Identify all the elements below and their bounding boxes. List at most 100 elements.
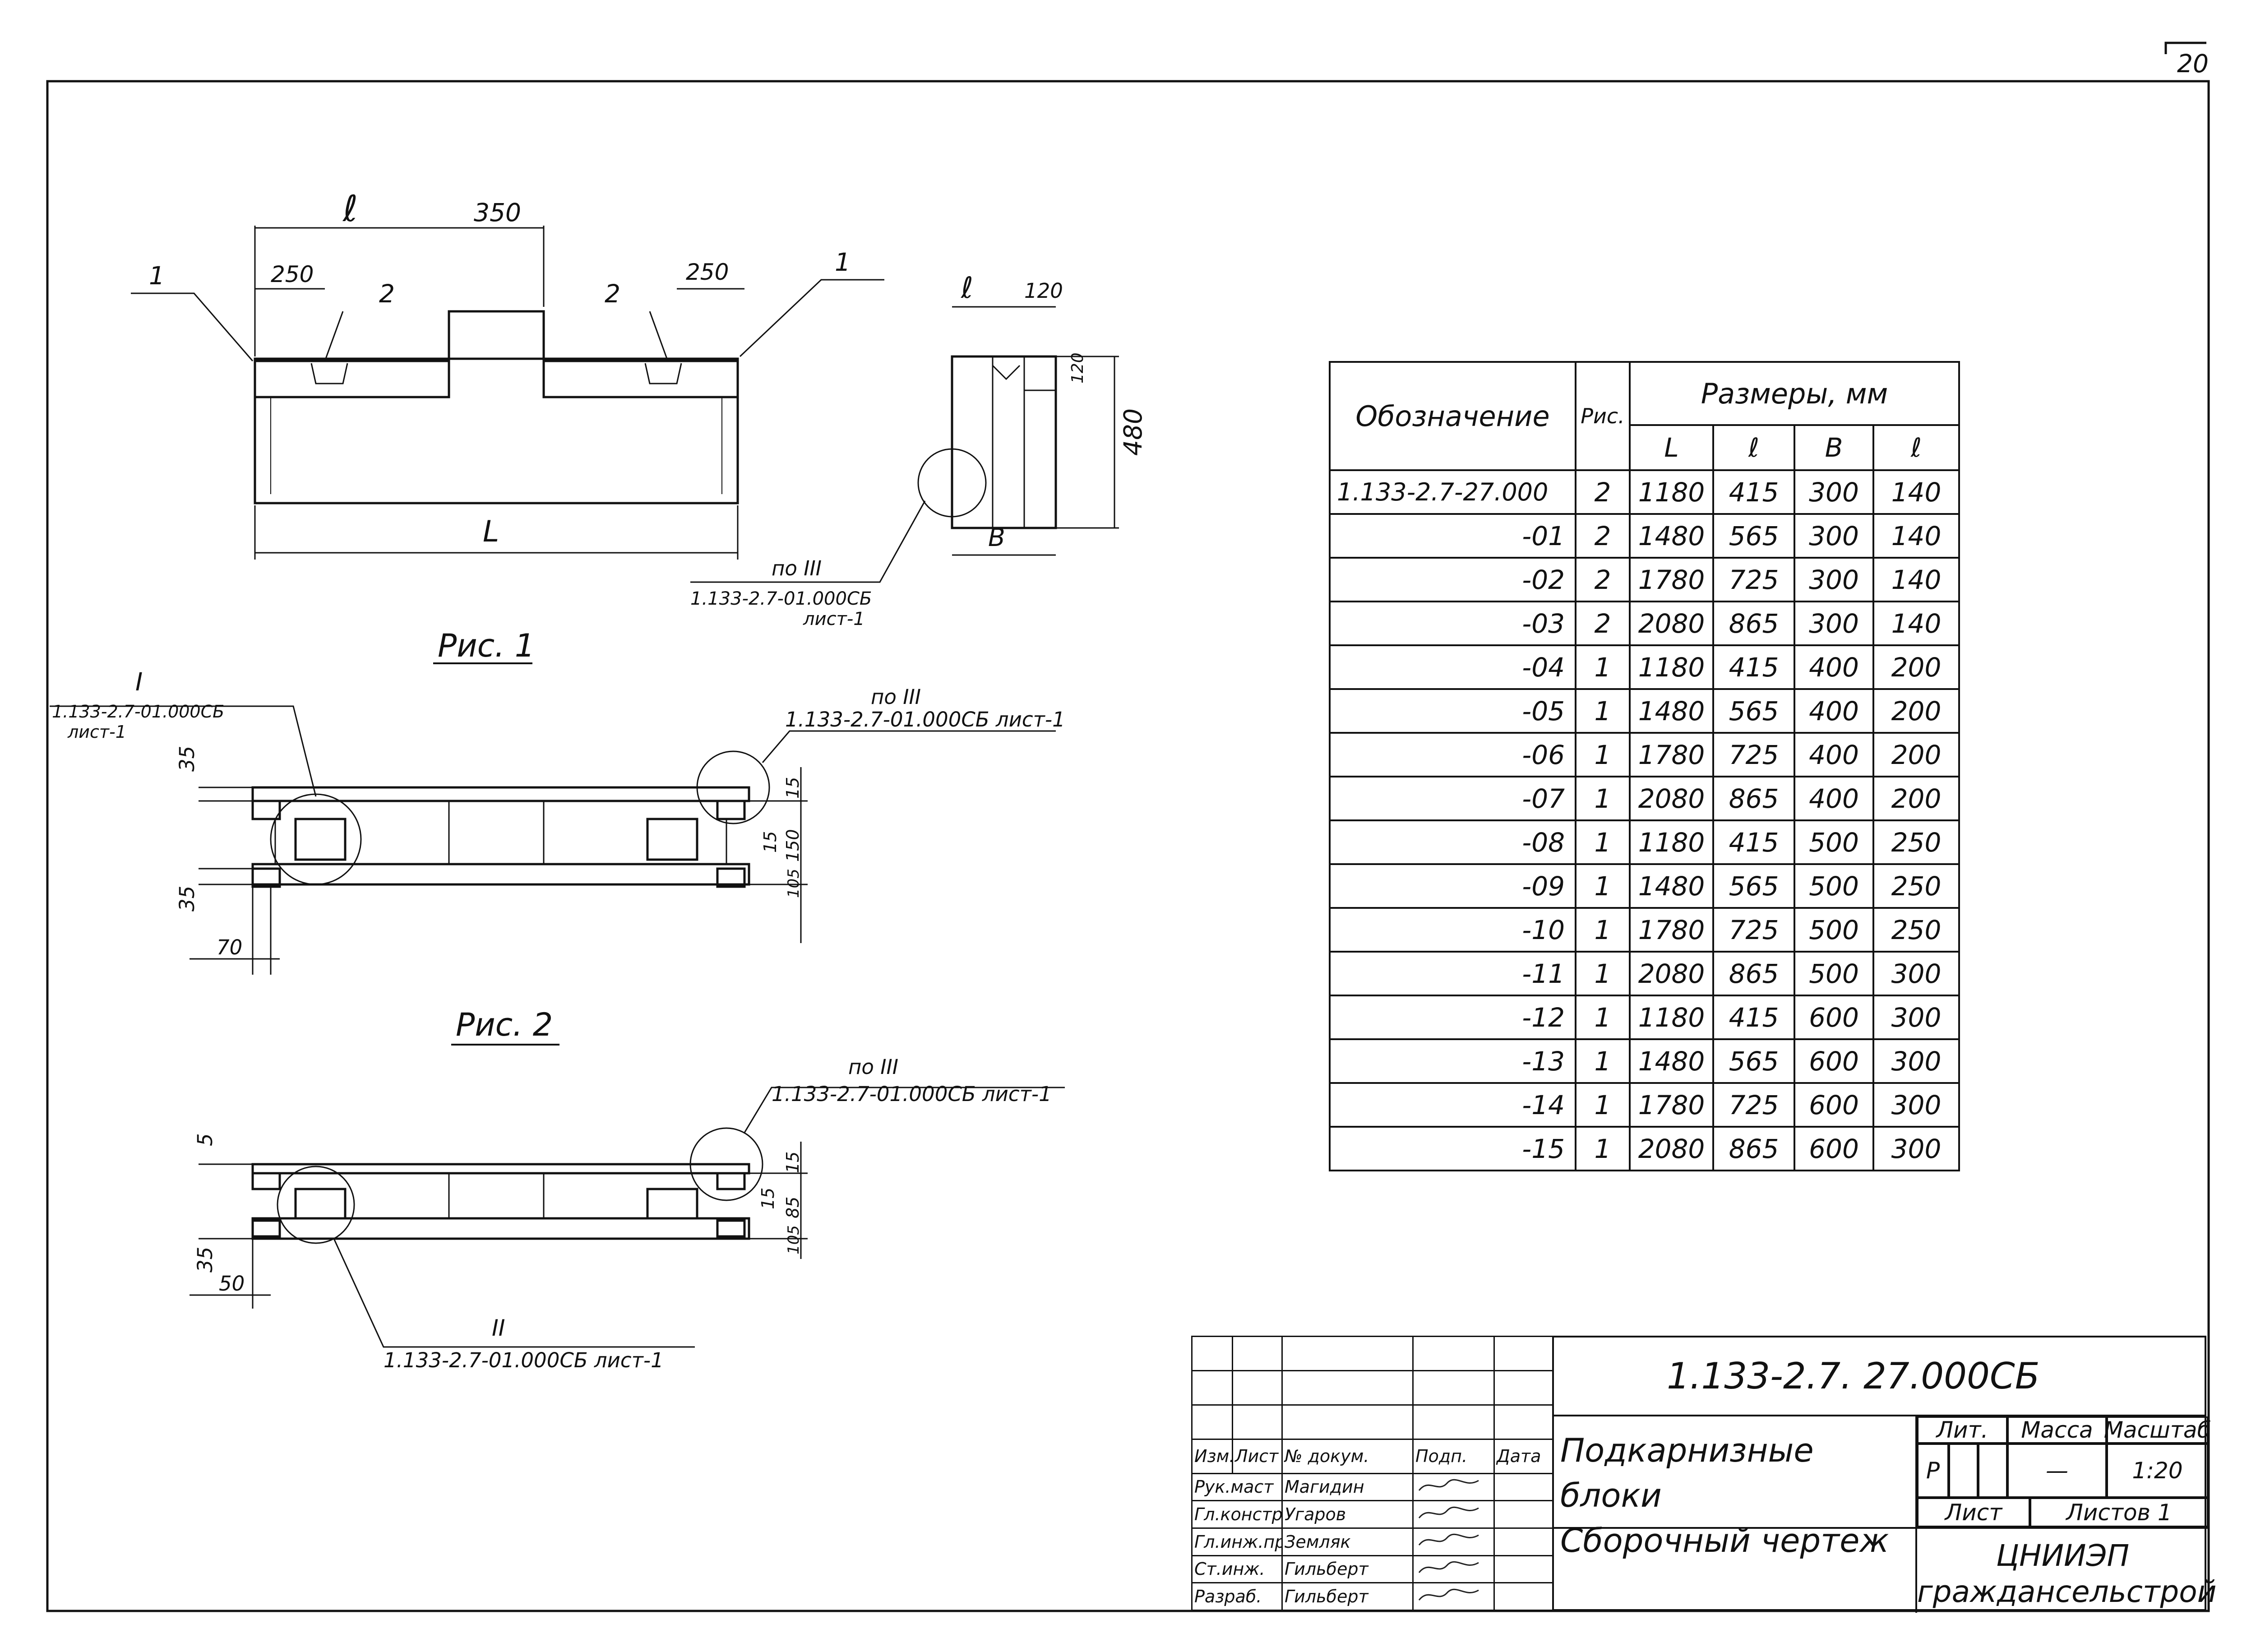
cell-fig: 1: [1575, 776, 1631, 821]
dim-b-small: ℓ: [961, 271, 973, 305]
cell-b: 200: [1872, 732, 1960, 777]
sub-L: L: [1629, 424, 1714, 471]
cell-code: 1.133-2.7-27.000: [1329, 469, 1576, 515]
cell-l: 725: [1712, 1082, 1795, 1128]
staff-row: Ст.инж.Гильберт: [1191, 1555, 1553, 1584]
cell-fig: 2: [1575, 601, 1631, 646]
side-view: [690, 306, 1119, 583]
cell-fig: 1: [1575, 1038, 1631, 1084]
cell-code: -15: [1329, 1126, 1576, 1171]
fig2-dim-50: 50: [219, 1272, 245, 1296]
mark-2-left: 2: [379, 279, 395, 308]
organization: ЦНИИЭП граждансельстрой: [1917, 1527, 2217, 1613]
cell-L: 1180: [1629, 819, 1714, 865]
sub-l: ℓ: [1712, 424, 1795, 471]
cell-fig: 2: [1575, 557, 1631, 602]
date-cell: [1493, 1472, 1553, 1502]
cell-B: 500: [1794, 907, 1874, 953]
mark-2-right: 2: [605, 279, 620, 308]
signature-scribble: [1418, 1561, 1479, 1573]
hdr-sign: Подп.: [1412, 1438, 1495, 1474]
cell-b: 250: [1872, 863, 1960, 909]
dim-250-left: 250: [271, 261, 314, 287]
cell-B: 500: [1794, 819, 1874, 865]
mark-1-left: 1: [149, 261, 165, 290]
corner-mark: 20: [2177, 49, 2209, 78]
cell-l: 865: [1712, 1126, 1795, 1171]
fig1-label: Рис. 1: [438, 627, 535, 664]
cell-l: 415: [1712, 995, 1795, 1040]
cell-B: 600: [1794, 1038, 1874, 1084]
cell-b: 250: [1872, 907, 1960, 953]
date-cell: [1493, 1555, 1553, 1584]
doc-title: Подкарнизные блоки Сборочный чертеж: [1554, 1416, 1917, 1559]
cell-L: 1780: [1629, 1082, 1714, 1128]
cell-l: 725: [1712, 557, 1795, 602]
cell-code: -13: [1329, 1038, 1576, 1084]
staff-row: Разраб.Гильберт: [1191, 1582, 1553, 1611]
hdr-list: Лист: [1232, 1438, 1283, 1474]
cell-b: 300: [1872, 1082, 1960, 1128]
cell-B: 300: [1794, 513, 1874, 559]
cell-code: -07: [1329, 776, 1576, 821]
staff-role: Ст.инж.: [1191, 1555, 1283, 1584]
cell-fig: 2: [1575, 513, 1631, 559]
cell-l: 415: [1712, 644, 1795, 690]
cell-b: 200: [1872, 644, 1960, 690]
fig1-dim-35-top: 35: [175, 746, 199, 772]
cell-l: 725: [1712, 907, 1795, 953]
fig1-callout-I-doc: 1.133-2.7-01.000СБ: [52, 702, 224, 722]
scale-value: 1:20: [2107, 1444, 2208, 1498]
signature-scribble: [1418, 1479, 1479, 1491]
fig2-dim-105: 105: [785, 1225, 803, 1254]
cell-l: 565: [1712, 863, 1795, 909]
mass-label: Масса: [2007, 1416, 2107, 1444]
cell-B: 500: [1794, 863, 1874, 909]
cell-B: 400: [1794, 776, 1874, 821]
mark-1-right: 1: [835, 248, 851, 277]
fig1-dim-70: 70: [217, 935, 242, 959]
dim-480: 480: [1119, 408, 1147, 456]
fig2-label: Рис. 2: [456, 1006, 553, 1043]
cell-b: 200: [1872, 688, 1960, 734]
sheet-frame: [46, 80, 2210, 1612]
staff-name: Гильберт: [1281, 1582, 1414, 1611]
cell-l: 415: [1712, 819, 1795, 865]
col-fig: Рис.: [1575, 361, 1631, 471]
cell-code: -03: [1329, 601, 1576, 646]
col-designation: Обозначение: [1329, 361, 1576, 471]
sub-b: ℓ: [1872, 424, 1960, 471]
dim-350: 350: [474, 198, 521, 227]
cell-b: 300: [1872, 1126, 1960, 1171]
staff-name: Угаров: [1281, 1500, 1414, 1529]
fig1-dim-15-a: 15: [783, 777, 803, 799]
signature: [1412, 1582, 1495, 1611]
cell-B: 300: [1794, 557, 1874, 602]
col-group-sizes: Размеры, мм: [1628, 361, 1960, 426]
cell-L: 1780: [1629, 732, 1714, 777]
cell-b: 140: [1872, 513, 1960, 559]
cell-code: -12: [1329, 995, 1576, 1040]
staff-role: Рук.маст: [1191, 1472, 1283, 1502]
top-ref-doc: 1.133-2.7-01.000СБ: [690, 588, 872, 609]
cell-L: 1180: [1629, 644, 1714, 690]
cell-l: 865: [1712, 776, 1795, 821]
signature: [1412, 1500, 1495, 1529]
cell-code: -14: [1329, 1082, 1576, 1128]
cell-b: 300: [1872, 951, 1960, 996]
fig1-section: [50, 705, 1056, 975]
fig1-callout-I: I: [135, 667, 143, 696]
cell-fig: 1: [1575, 819, 1631, 865]
dim-L: L: [483, 515, 499, 549]
staff-role: Гл.конструк: [1191, 1500, 1283, 1529]
sizes-table: Обозначение Рис. Размеры, мм L ℓ B ℓ 1.1…: [1329, 361, 1960, 1171]
dim-B: B: [988, 523, 1005, 552]
